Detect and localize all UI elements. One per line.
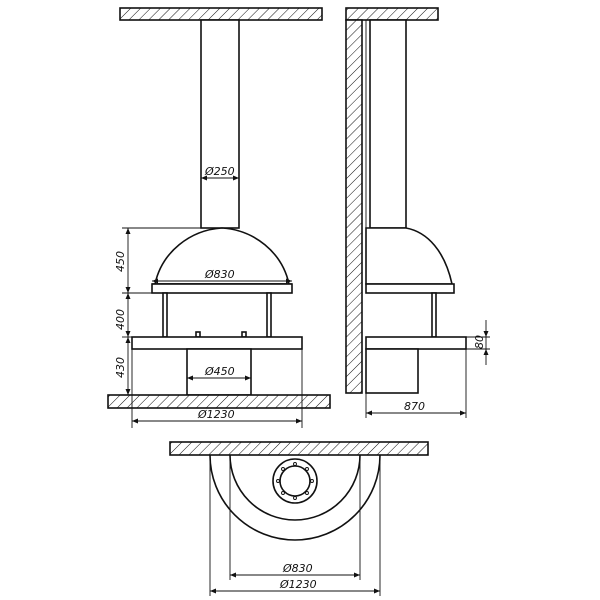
front-firebox-post-right <box>266 292 272 338</box>
top-flue-outer-ring <box>272 458 318 504</box>
side-ceiling-slab <box>345 7 439 21</box>
front-flue-pipe <box>200 19 240 229</box>
top-view: Ø830 Ø1230 <box>169 441 429 596</box>
front-ceiling-slab <box>119 7 323 21</box>
front-hood-dome <box>154 227 290 285</box>
front-hood-rim <box>151 283 293 294</box>
top-flue-inner-ring <box>279 465 311 497</box>
hood-diameter-label: Ø830 <box>204 268 235 281</box>
front-hearth-plate <box>131 336 303 350</box>
top-outer-circle <box>209 454 381 541</box>
side-hood-rim <box>365 283 455 294</box>
side-view: 80 870 <box>345 7 490 418</box>
front-floor-slab <box>107 394 331 409</box>
hood-height-label: 450 <box>114 251 127 272</box>
top-wall-slab <box>169 441 429 456</box>
depth-label: 870 <box>404 400 425 413</box>
front-firebox-post-left <box>162 292 168 338</box>
side-flue-pipe <box>369 19 407 229</box>
firebox-height-label: 400 <box>114 309 127 330</box>
side-wall <box>345 19 363 394</box>
top-outer-diameter-label: Ø1230 <box>279 578 317 591</box>
side-hood-dome <box>365 227 453 285</box>
flue-diameter-label: Ø250 <box>204 165 235 178</box>
plate-thickness-label: 80 <box>473 335 486 349</box>
front-view: Ø250 Ø830 Ø450 Ø1230 450 400 430 <box>107 7 331 428</box>
side-hearth-plate <box>365 336 467 350</box>
top-inner-circle <box>229 454 361 521</box>
base-diameter-label: Ø450 <box>204 365 235 378</box>
side-pedestal <box>365 348 419 394</box>
top-inner-diameter-label: Ø830 <box>282 562 313 575</box>
base-height-label: 430 <box>114 357 127 378</box>
overall-diameter-label: Ø1230 <box>197 408 235 421</box>
